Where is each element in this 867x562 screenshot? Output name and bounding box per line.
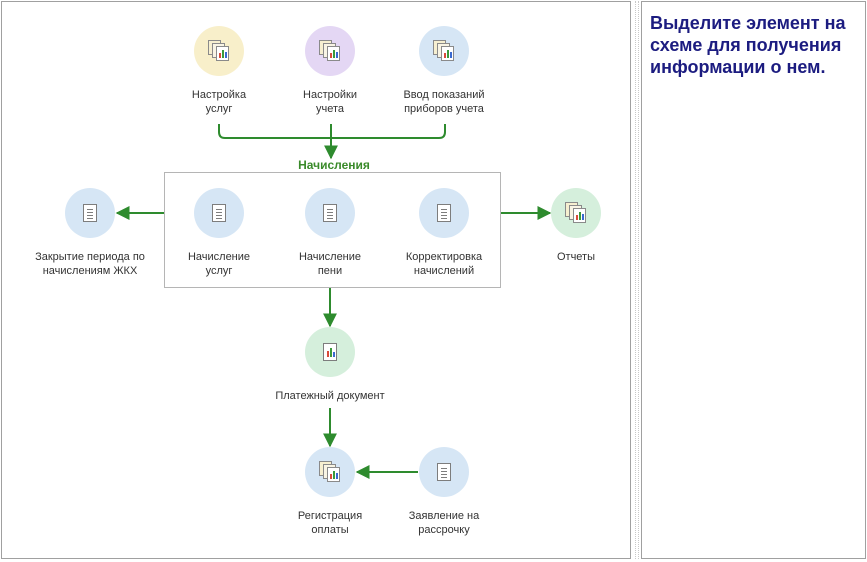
- accruals-group-title[interactable]: Начисления: [298, 158, 370, 172]
- report-icon: [432, 39, 456, 63]
- node-accrual-correction[interactable]: Корректировка начислений: [374, 188, 514, 278]
- node-settings-accounting[interactable]: Настройки учета: [260, 26, 400, 116]
- node-circle[interactable]: [305, 26, 355, 76]
- node-payment-registration[interactable]: Регистрация оплаты: [260, 447, 400, 537]
- node-circle[interactable]: [305, 327, 355, 377]
- node-accrual-penalty[interactable]: Начисление пени: [260, 188, 400, 278]
- node-installment-request[interactable]: Заявление на рассрочку: [374, 447, 514, 537]
- report-icon: [318, 39, 342, 63]
- node-reports[interactable]: Отчеты: [506, 188, 646, 264]
- node-label: Заявление на рассрочку: [408, 510, 480, 536]
- document-icon: [207, 201, 231, 225]
- info-message: Выделите элемент на схеме для получения …: [650, 13, 846, 77]
- node-label: Настройки учета: [303, 89, 357, 115]
- node-circle[interactable]: [419, 447, 469, 497]
- report-icon: [207, 39, 231, 63]
- node-label: Платежный документ: [275, 390, 385, 402]
- panel-splitter[interactable]: [632, 1, 641, 559]
- node-circle[interactable]: [419, 26, 469, 76]
- document-icon: [432, 201, 456, 225]
- node-circle[interactable]: [194, 26, 244, 76]
- node-label: Ввод показаний приборов учета: [403, 89, 485, 115]
- document-icon: [318, 201, 342, 225]
- node-label: Регистрация оплаты: [297, 510, 363, 536]
- node-label: Начисление пени: [298, 251, 362, 277]
- report-icon: [318, 460, 342, 484]
- node-circle[interactable]: [194, 188, 244, 238]
- node-close-period[interactable]: Закрытие периода по начислениям ЖКХ: [20, 188, 160, 278]
- node-circle[interactable]: [551, 188, 601, 238]
- info-panel: Выделите элемент на схеме для получения …: [641, 1, 866, 559]
- report-icon: [564, 201, 588, 225]
- node-meter-readings[interactable]: Ввод показаний приборов учета: [374, 26, 514, 116]
- node-label: Закрытие периода по начислениям ЖКХ: [35, 251, 145, 277]
- node-circle[interactable]: [419, 188, 469, 238]
- node-circle[interactable]: [305, 447, 355, 497]
- node-label: Настройка услуг: [191, 89, 247, 115]
- node-label: Начисление услуг: [187, 251, 251, 277]
- node-label: Отчеты: [556, 251, 596, 263]
- node-circle[interactable]: [305, 188, 355, 238]
- chart-document-icon: [318, 340, 342, 364]
- node-payment-document[interactable]: Платежный документ: [260, 327, 400, 403]
- node-accrual-services[interactable]: Начисление услуг: [149, 188, 289, 278]
- document-icon: [78, 201, 102, 225]
- node-settings-services[interactable]: Настройка услуг: [149, 26, 289, 116]
- document-icon: [432, 460, 456, 484]
- node-label: Корректировка начислений: [405, 251, 483, 277]
- node-circle[interactable]: [65, 188, 115, 238]
